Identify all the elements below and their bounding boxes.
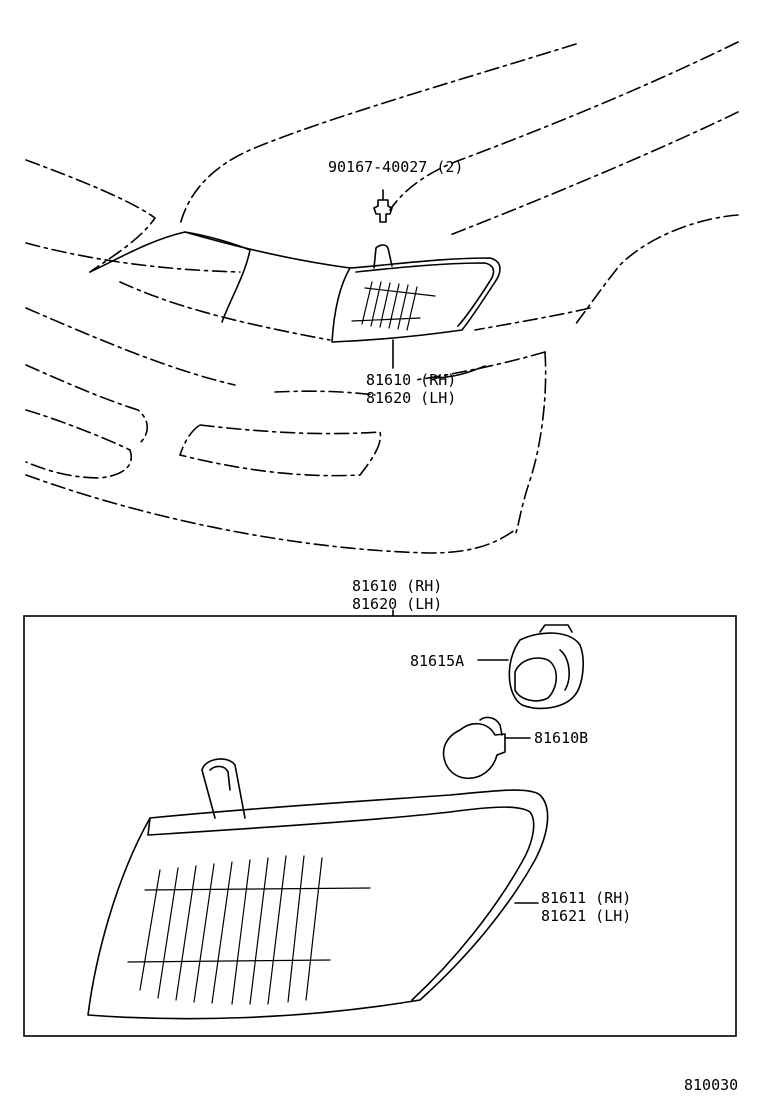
label-assy-top-rh: 81610 (RH) xyxy=(366,371,456,389)
exploded-view-frame xyxy=(23,615,737,1037)
label-bulb: 81610B xyxy=(534,729,588,747)
lens-part xyxy=(87,758,549,1020)
label-lens-rh: 81611 (RH) xyxy=(541,889,631,907)
label-assy-box-rh: 81610 (RH) xyxy=(352,577,442,595)
vehicle-body-outline xyxy=(25,41,739,554)
installed-corner-lamp xyxy=(331,189,501,379)
label-lens-lh: 81621 (LH) xyxy=(541,907,631,925)
label-assy-box-lh: 81620 (LH) xyxy=(352,595,442,613)
socket-part xyxy=(477,624,584,710)
label-screw: 90167-40027 (2) xyxy=(328,158,463,176)
bulb-part xyxy=(442,716,531,780)
diagram-id-label: 810030 xyxy=(684,1076,738,1094)
label-assy-top-lh: 81620 (LH) xyxy=(366,389,456,407)
label-socket: 81615A xyxy=(410,652,464,670)
